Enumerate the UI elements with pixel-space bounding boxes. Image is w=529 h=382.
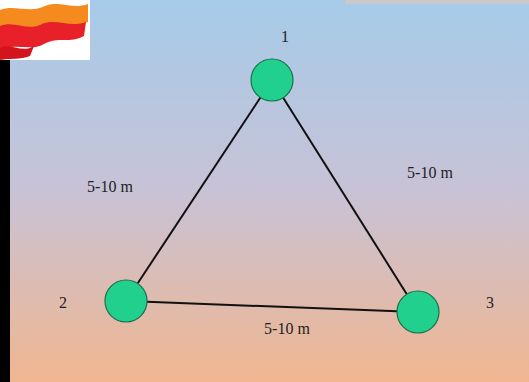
circle-shape (104, 279, 148, 323)
circle-shape (250, 58, 294, 102)
link-line (147, 302, 397, 311)
station-circle: 2 (104, 279, 148, 323)
distance-label: 5-10 m (87, 178, 133, 196)
side-bar (0, 60, 10, 382)
logo-panel (0, 0, 90, 60)
station-circle: 3 (396, 290, 440, 334)
link-line (138, 98, 261, 284)
logo-flame (0, 22, 86, 50)
station-number: 1 (281, 28, 289, 46)
distance-label: 5-10 m (264, 320, 310, 338)
circle-shape (396, 290, 440, 334)
station-circle: 1 (250, 58, 294, 102)
logo-flame (0, 46, 34, 60)
link-line (283, 98, 407, 294)
top-strip (345, 0, 529, 4)
station-number: 2 (59, 294, 67, 312)
distance-label: 5-10 m (407, 164, 453, 182)
station-number: 3 (486, 294, 494, 312)
